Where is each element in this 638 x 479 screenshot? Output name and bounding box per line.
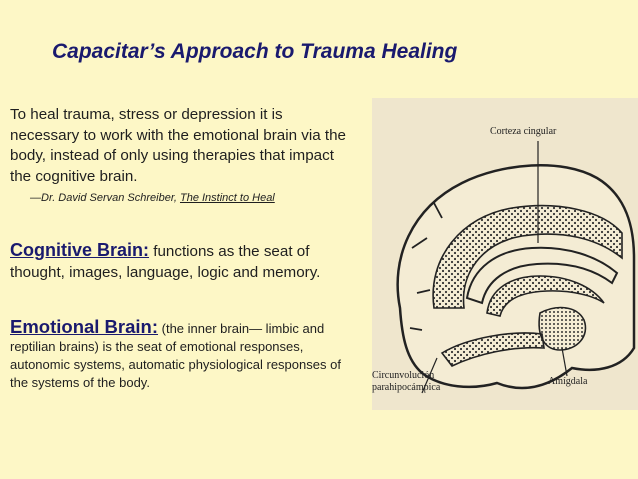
emotional-brain-heading: Emotional Brain: [10,316,159,337]
cognitive-brain-heading: Cognitive Brain: [10,240,150,260]
limbic-ring [486,275,605,317]
cingulate-gyrus [432,204,623,309]
attribution-book: The Instinct to Heal [179,192,275,204]
label-parahippocampal-1: Circunvolución [372,370,435,381]
label-cingulate-cortex: Corteza cingular [490,126,557,137]
attribution-author: —Dr. David Servan Schreiber, [30,192,180,204]
label-parahippocampal-2: parahipocámpica [372,382,441,393]
amygdala [538,306,587,351]
brain-outline [396,164,636,390]
corpus-callosum [465,246,619,305]
label-amygdala: Amígdala [548,376,588,387]
quote-attribution: —Dr. David Servan Schreiber, The Instinc… [30,192,275,204]
slide-title: Capacitar’s Approach to Trauma Healing [52,40,458,63]
brain-diagram: Corteza cingular Circunvolución parahipo… [372,98,638,410]
emotional-brain-text: (the inner brain— limbic and reptilian b… [10,321,341,390]
emotional-brain-paragraph: Emotional Brain: (the inner brain— limbi… [10,316,360,392]
cognitive-brain-paragraph: Cognitive Brain: functions as the seat o… [10,240,365,283]
quote-text: To heal trauma, stress or depression it … [10,106,346,185]
cognitive-brain-text: functions as the seat of thought, images… [10,243,321,281]
brain-drawing [396,141,636,394]
